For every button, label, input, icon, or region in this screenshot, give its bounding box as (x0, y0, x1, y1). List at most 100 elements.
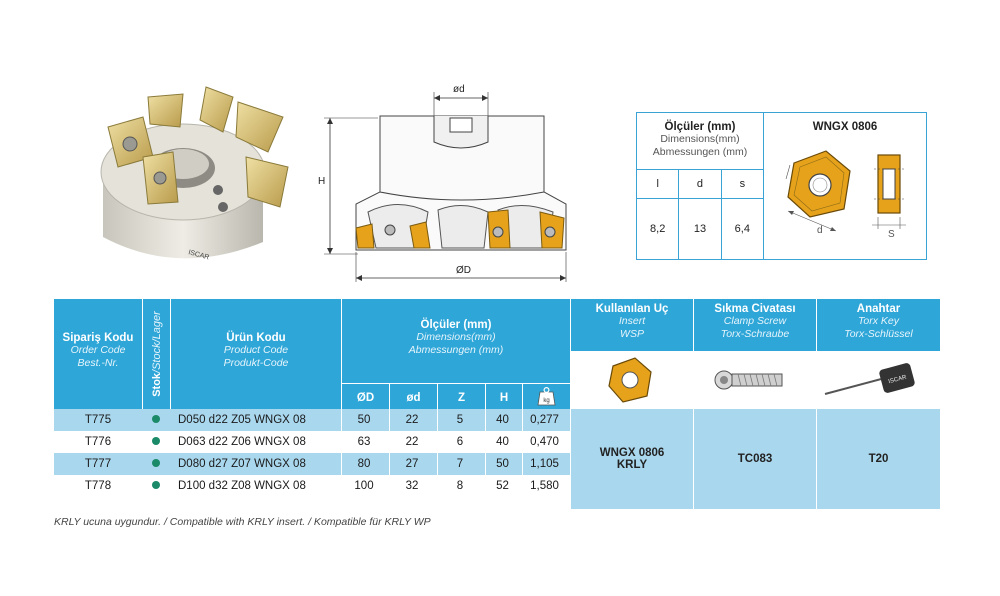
product-code: D063 d22 Z06 WNGX 08 (178, 436, 306, 448)
product-code: D100 d32 Z08 WNGX 08 (178, 480, 306, 492)
header-dim-D: ØD (342, 384, 389, 409)
header-clamp-screw-de: Torx-Schraube (720, 328, 790, 340)
dim-h: 40 (496, 436, 509, 448)
insert-drawing-panel: WNGX 0806 d S (764, 113, 926, 259)
header-stock-bold: Stok (150, 372, 163, 397)
dim-D: 50 (357, 414, 371, 426)
stock-indicator (142, 480, 170, 492)
insert-dimensions-values: 8,2 13 6,4 (637, 198, 763, 259)
stock-dot-icon (152, 415, 160, 423)
header-product-code-en: Product Code (223, 344, 289, 356)
insert-value-cell: WNGX 0806 KRLY (571, 409, 693, 509)
header-clamp-screw-en: Clamp Screw (723, 315, 787, 327)
stock-dot-icon (152, 481, 160, 489)
header-order-code-de: Best.-Nr. (77, 357, 119, 369)
weight-icon: kg (537, 386, 556, 406)
header-insert-en: Insert (618, 315, 646, 327)
header-stock: Stok/Stock/Lager (143, 299, 170, 409)
insert-dimensions-box: Ölçüler (mm) Dimensions(mm) Abmessungen … (636, 112, 927, 260)
torx-key-value-cell: T20 (817, 409, 940, 509)
product-table: Sipariş Kodu Order Code Best.-Nr. Stok/S… (54, 299, 940, 509)
order-code: T778 (84, 480, 112, 492)
dim-D: 80 (357, 458, 371, 470)
header-order-code: Sipariş Kodu Order Code Best.-Nr. (54, 299, 142, 409)
compatibility-note: KRLY ucuna uygundur. / Compatible with K… (54, 516, 431, 528)
dim-d: 22 (405, 414, 419, 426)
clamp-screw-value-cell: TC083 (694, 409, 816, 509)
weight-kg: 0,470 (530, 436, 559, 448)
header-order-code-main: Sipariş Kodu (62, 332, 134, 344)
insert-dimensions-header: Ölçüler (mm) Dimensions(mm) Abmessungen … (637, 113, 763, 170)
header-insert-de: WSP (620, 328, 644, 340)
col-header-l: l (656, 178, 659, 190)
header-dim-z: Z (438, 384, 485, 409)
header-insert: Kullanılan Uç Insert WSP (571, 299, 693, 351)
header-dim-d: ød (390, 384, 437, 409)
dim-z: 5 (456, 414, 464, 426)
insert-dimensions-table: Ölçüler (mm) Dimensions(mm) Abmessungen … (637, 113, 764, 259)
svg-text:kg: kg (543, 398, 549, 404)
table-row: T778 D100 d32 Z08 WNGX 08 100 32 8 52 1,… (54, 475, 570, 497)
torx-key-icon: ISCAR (824, 363, 915, 395)
header-dimensions-en: Dimensions(mm) (416, 331, 496, 343)
dim-z: 6 (456, 436, 464, 448)
insert-d-label: d (817, 225, 823, 236)
dim-z: 8 (456, 480, 464, 492)
insert-drawing (785, 150, 906, 232)
header-dim-z-label: Z (457, 392, 466, 404)
weight-kg: 1,105 (530, 458, 559, 470)
weight-kg: 0,277 (530, 414, 559, 426)
insert-dimensions-title: Ölçüler (mm) (664, 121, 736, 133)
header-dim-D-label: ØD (356, 392, 375, 404)
header-torx-key-main: Anahtar (856, 303, 901, 315)
header-order-code-en: Order Code (70, 344, 126, 356)
dim-D: 100 (354, 480, 374, 492)
header-weight: kg (523, 384, 570, 409)
header-dimensions: Ölçüler (mm) Dimensions(mm) Abmessungen … (342, 299, 570, 383)
insert-dimensions-subtitle-en: Dimensions(mm) (660, 133, 740, 145)
screw-icon (714, 370, 783, 390)
header-torx-key-en: Torx Key (857, 315, 900, 327)
clamp-screw-image-cell (694, 352, 816, 408)
header-dim-h-label: H (499, 392, 509, 404)
order-code: T776 (84, 436, 112, 448)
insert-name: WNGX 0806 (812, 121, 878, 133)
table-row: T777 D080 d27 Z07 WNGX 08 80 27 7 50 1,1… (54, 453, 570, 475)
col-header-s: s (720, 170, 763, 198)
insert-s-label: S (888, 229, 895, 240)
header-dimensions-de: Abmessungen (mm) (408, 344, 504, 356)
header-dim-h: H (486, 384, 522, 409)
table-row: T776 D063 d22 Z06 WNGX 08 63 22 6 40 0,4… (54, 431, 570, 453)
cutter-photo: ISCAR (68, 72, 303, 282)
torx-key-image-cell: ISCAR (817, 352, 940, 408)
insert-value-line2: KRLY (616, 459, 648, 471)
dim-D: 63 (357, 436, 371, 448)
product-code: D050 d22 Z05 WNGX 08 (178, 414, 306, 426)
dim-h: 52 (496, 480, 509, 492)
header-insert-main: Kullanılan Uç (595, 303, 669, 315)
order-code: T775 (84, 414, 112, 426)
stock-dot-icon (152, 437, 160, 445)
value-s: 6,4 (720, 199, 763, 259)
dim-z: 7 (456, 458, 464, 470)
header-product-code-main: Ürün Kodu (226, 332, 286, 344)
stock-dot-icon (152, 459, 160, 467)
dim-h: 50 (496, 458, 509, 470)
torx-key-brand: ISCAR (888, 374, 908, 385)
insert-value-line1: WNGX 0806 (599, 447, 665, 459)
torx-key-value: T20 (868, 453, 889, 465)
header-clamp-screw-main: Sıkma Civatası (714, 303, 796, 315)
insert-icon (608, 357, 652, 403)
header-clamp-screw: Sıkma Civatası Clamp Screw Torx-Schraube (694, 299, 816, 351)
order-code: T777 (84, 458, 112, 470)
cutter-technical-drawing: ød H ØD (318, 82, 580, 286)
header-torx-key: Anahtar Torx Key Torx-Schlüssel (817, 299, 940, 351)
header-dimensions-main: Ölçüler (mm) (420, 319, 492, 331)
dim-d: 27 (405, 458, 419, 470)
insert-dimensions-subtitle-de: Abmessungen (mm) (652, 146, 748, 158)
insert-dimensions-col-headers: l d s (637, 170, 763, 198)
product-code: D080 d27 Z07 WNGX 08 (178, 458, 306, 470)
value-d: 13 (678, 199, 720, 259)
header-torx-key-de: Torx-Schlüssel (844, 328, 913, 340)
weight-kg: 1,580 (530, 480, 559, 492)
